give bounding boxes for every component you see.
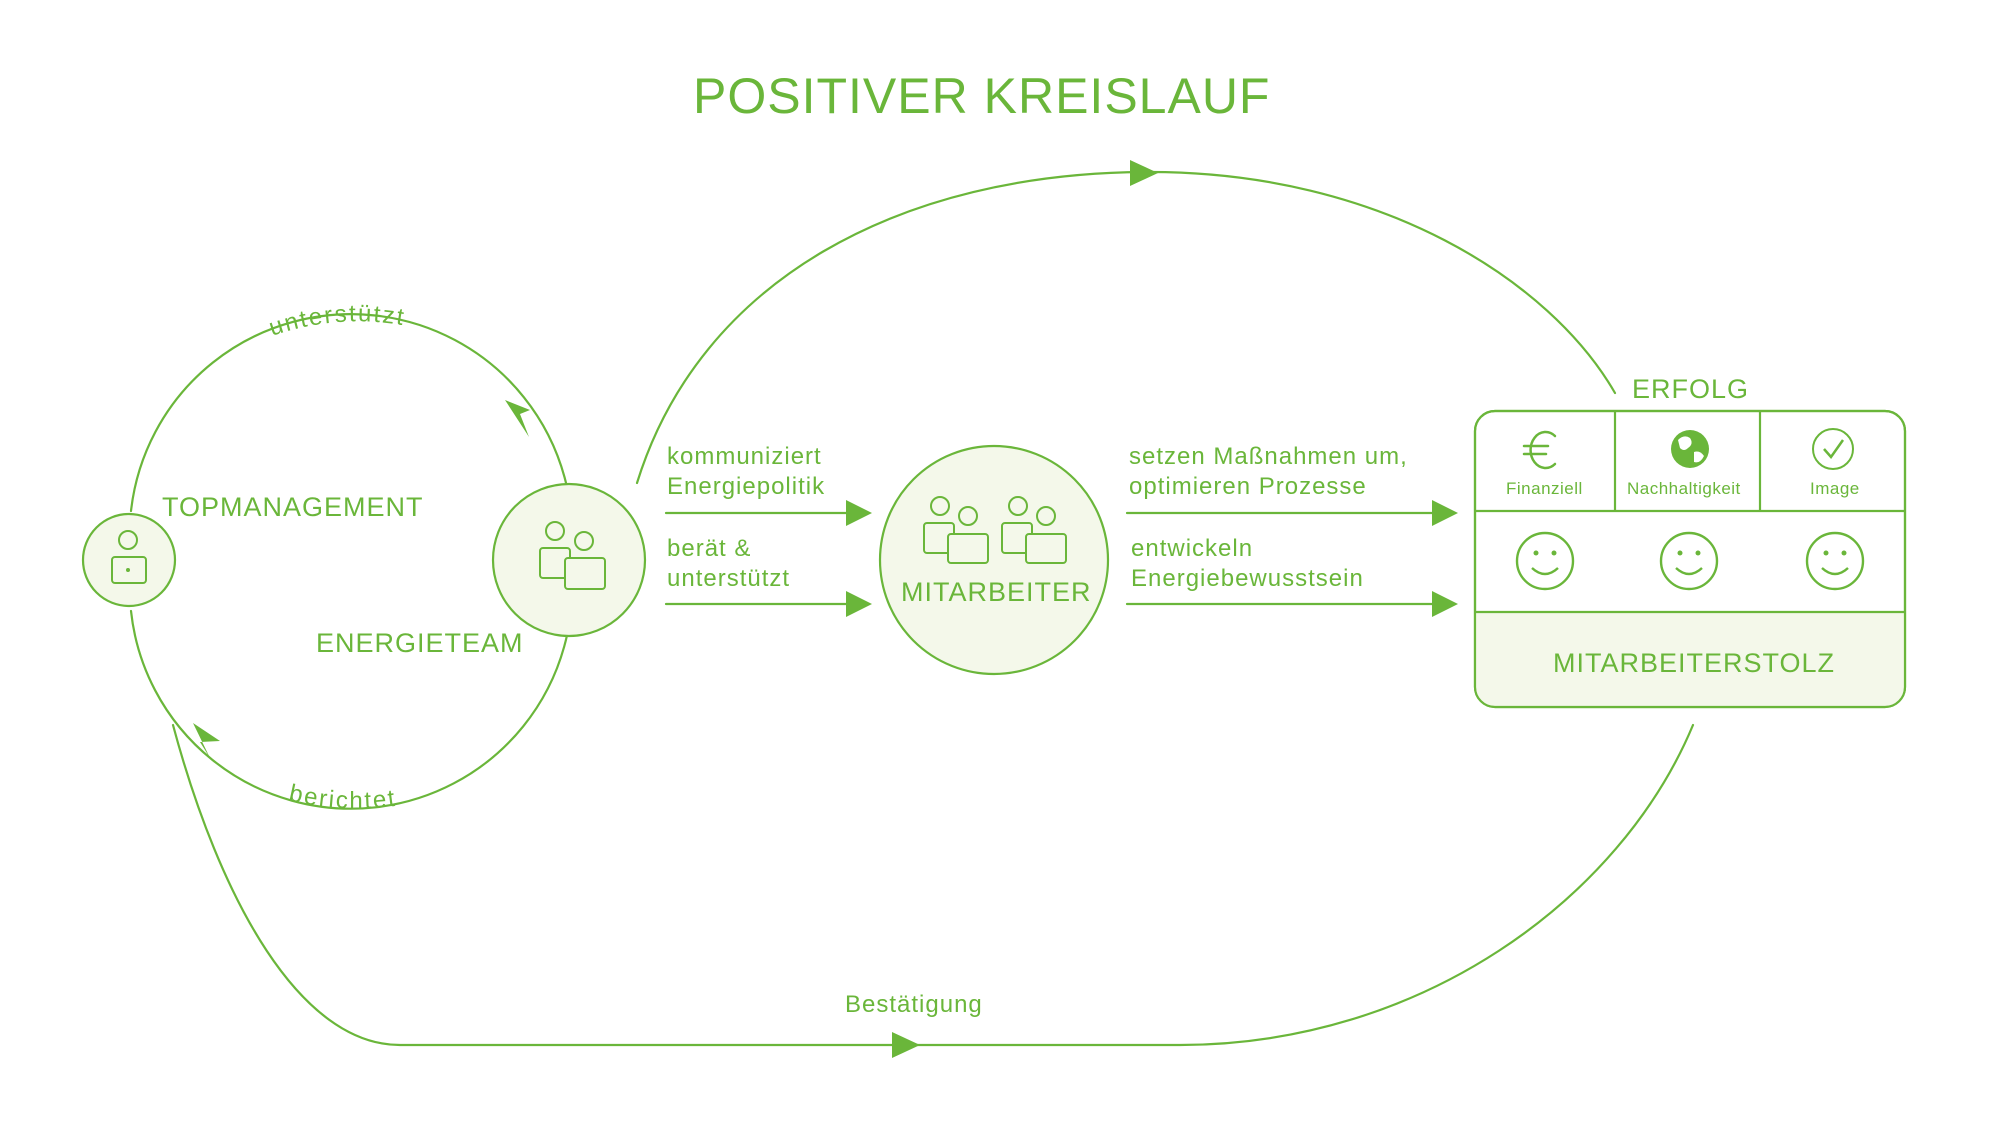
arrowhead-setzen (1432, 500, 1458, 526)
checkmark-icon (1812, 428, 1854, 470)
arrowhead-outer-bottom (892, 1032, 920, 1058)
globe-icon (1671, 430, 1709, 468)
smiley-icon (1805, 531, 1865, 591)
smiley-icon (1515, 531, 1575, 591)
node-label-topmanagement: TOPMANAGEMENT (162, 492, 424, 522)
group-people-icon (923, 496, 1067, 564)
edge-label-setzen: setzen Maßnahmen um, optimieren Prozesse (1129, 443, 1408, 500)
erfolg-cell-label-nachhaltigkeit: Nachhaltigkeit (1627, 479, 1741, 498)
erfolg-label: ERFOLG (1632, 374, 1750, 404)
edge-label-beraet: berät & unterstützt (667, 535, 791, 592)
node-label-energieteam: ENERGIETEAM (316, 628, 524, 658)
edge-label-entwickeln: entwickeln Energiebewusstsein (1131, 535, 1364, 592)
two-people-icon (539, 521, 606, 590)
arrowhead-beraet (846, 591, 872, 617)
arrowhead-kommuniziert (846, 500, 872, 526)
erfolg-card (1473, 409, 1907, 709)
smiley-icon (1659, 531, 1719, 591)
edge-label-berichtet: berichtet (287, 780, 398, 815)
erfolg-cell-label-finanziell: Finanziell (1506, 479, 1583, 498)
edge-label-unterstuetzt: unterstützt (266, 300, 408, 341)
euro-icon (1522, 430, 1557, 470)
arc-unterstuetzt (129, 313, 574, 562)
arrowhead-unterstuetzt (505, 400, 530, 437)
arrowhead-outer-top (1130, 160, 1158, 186)
erfolg-cell-label-image: Image (1810, 479, 1860, 498)
arc-outer-bottom (171, 723, 1695, 1047)
person-laptop-icon (111, 530, 147, 584)
arrowhead-entwickeln (1432, 591, 1458, 617)
erfolg-footer: MITARBEITERSTOLZ (1553, 648, 1836, 678)
node-label-mitarbeiter: MITARBEITER (901, 577, 1092, 607)
edge-label-bestaetigung: Bestätigung (845, 991, 983, 1018)
node-mitarbeiter-circle (878, 444, 1110, 676)
arc-outer-top (635, 170, 1617, 485)
edge-label-kommuniziert: kommuniziert Energiepolitik (667, 443, 826, 500)
page-title: POSITIVER KREISLAUF (693, 68, 1271, 124)
arc-berichtet (129, 562, 574, 810)
arrowhead-berichtet (193, 723, 220, 758)
